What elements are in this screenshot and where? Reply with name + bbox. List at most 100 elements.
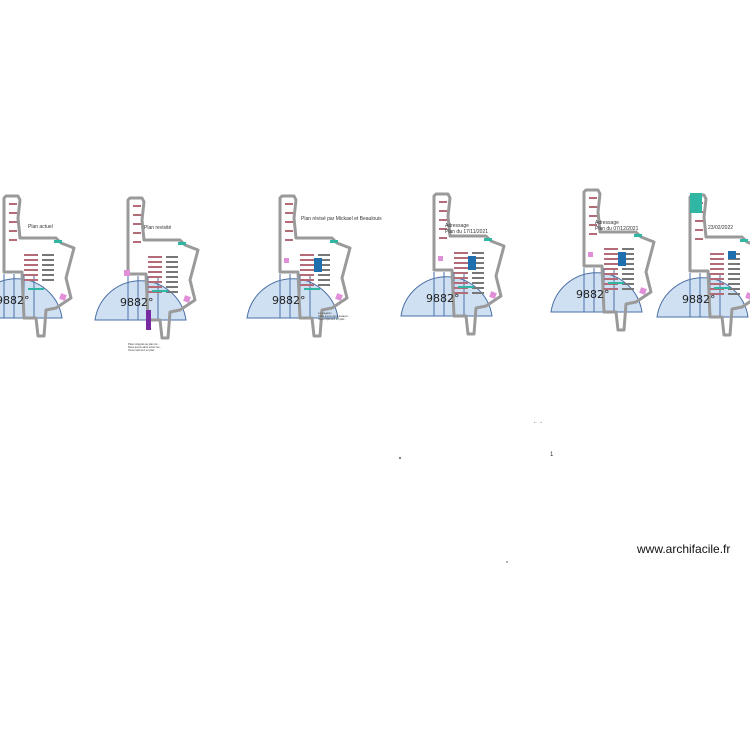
shelf xyxy=(604,273,618,275)
shelf xyxy=(300,284,314,286)
shelf xyxy=(589,215,597,217)
shelf xyxy=(300,254,314,256)
shelf xyxy=(133,214,141,216)
plan-title: Adressage xyxy=(445,223,469,229)
shelf xyxy=(622,273,634,275)
shelf xyxy=(133,205,141,207)
pink-block xyxy=(59,293,67,301)
shelf xyxy=(24,269,38,271)
plan-title: Plan révisé par Mickael et Beaulouis xyxy=(301,216,382,222)
shelf xyxy=(166,286,178,288)
shelf xyxy=(42,254,54,256)
shelf xyxy=(695,229,703,231)
shelf xyxy=(472,287,484,289)
shelf xyxy=(604,288,618,290)
wall-outline xyxy=(688,193,750,337)
accent-bar xyxy=(608,282,624,284)
shelf xyxy=(285,221,293,223)
shelf xyxy=(710,273,724,275)
shelf xyxy=(589,197,597,199)
shelf xyxy=(622,283,634,285)
pink-block xyxy=(183,295,191,303)
shelf xyxy=(318,259,330,261)
plan-note: Nous avons alors essayer... xyxy=(318,314,350,318)
shelf xyxy=(728,278,740,280)
purple-block xyxy=(146,310,151,330)
angle-measure: 9882° xyxy=(682,293,716,306)
plan-subtitle: Plan du 07/12/2021 xyxy=(595,226,639,232)
shelf xyxy=(318,264,330,266)
shelf xyxy=(622,258,634,260)
shelf xyxy=(472,277,484,279)
shelf xyxy=(454,257,468,259)
accent-bar xyxy=(634,234,642,237)
shelf xyxy=(42,259,54,261)
shelf xyxy=(472,267,484,269)
shelf xyxy=(42,269,54,271)
shelf xyxy=(318,269,330,271)
shelf xyxy=(604,278,618,280)
shelf xyxy=(166,271,178,273)
plan-title: Plan revisité xyxy=(144,225,171,231)
shelf xyxy=(604,253,618,255)
accent-bar xyxy=(740,239,748,242)
pink-block xyxy=(639,287,647,295)
wall-outline xyxy=(278,194,352,338)
shelf xyxy=(622,278,634,280)
shelf xyxy=(439,237,447,239)
wall-outline xyxy=(432,192,506,336)
shelf xyxy=(300,269,314,271)
watermark: www.archifacile.fr xyxy=(637,542,731,556)
shelf xyxy=(604,263,618,265)
shelf xyxy=(622,248,634,250)
shelf xyxy=(148,261,162,263)
shelf xyxy=(285,203,293,205)
accent-bar xyxy=(484,238,492,241)
angle-measure: 9882° xyxy=(426,292,460,305)
shelf xyxy=(604,258,618,260)
shelf xyxy=(472,282,484,284)
shelf xyxy=(148,286,162,288)
shelf xyxy=(9,203,17,205)
shelf xyxy=(24,264,38,266)
shelf xyxy=(439,228,447,230)
shelf xyxy=(472,257,484,259)
shelf xyxy=(133,241,141,243)
accent-bar xyxy=(152,290,168,292)
shelf xyxy=(454,277,468,279)
shelf xyxy=(166,291,178,293)
shelf xyxy=(622,288,634,290)
shelf xyxy=(24,274,38,276)
shelf xyxy=(285,212,293,214)
pink-block xyxy=(284,258,289,263)
shelf xyxy=(454,292,468,294)
plan-note: Vous imprimez un plan... xyxy=(128,348,157,352)
shelf xyxy=(9,221,17,223)
shelf xyxy=(166,281,178,283)
shelf xyxy=(300,279,314,281)
shelf xyxy=(710,283,724,285)
shelf xyxy=(300,274,314,276)
pink-block xyxy=(745,292,750,300)
accent-bar xyxy=(54,240,62,243)
shelf xyxy=(133,223,141,225)
shelf xyxy=(622,263,634,265)
angle-measure: 9882° xyxy=(120,296,154,309)
shelf xyxy=(589,224,597,226)
shelf xyxy=(285,239,293,241)
shelf xyxy=(695,238,703,240)
shelf xyxy=(728,293,740,295)
shelf xyxy=(439,201,447,203)
shelf xyxy=(318,279,330,281)
accent-bar xyxy=(28,288,44,290)
teal-block xyxy=(690,193,702,213)
shelf xyxy=(148,281,162,283)
shelf xyxy=(710,263,724,265)
shelf xyxy=(300,259,314,261)
shelf xyxy=(589,233,597,235)
blue-block xyxy=(314,258,322,272)
shelf xyxy=(318,274,330,276)
shelf xyxy=(604,248,618,250)
